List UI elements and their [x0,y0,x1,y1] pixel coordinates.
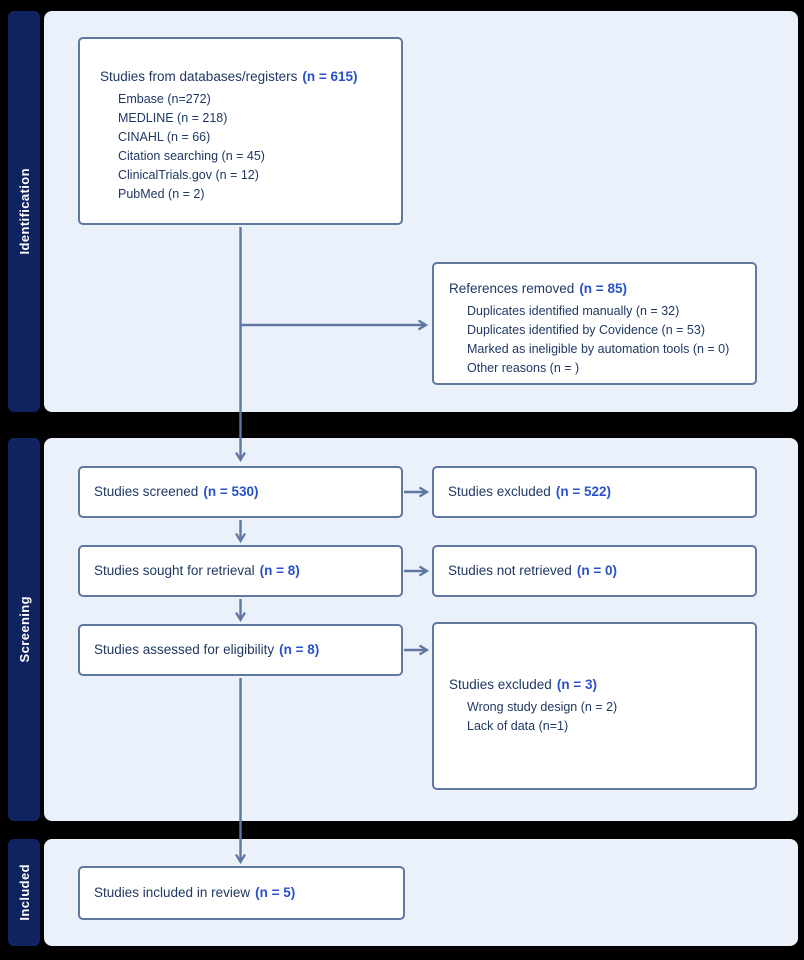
list-item: Wrong study design (n = 2) [467,700,618,714]
box-count: (n = 8) [259,563,300,578]
box-label: Studies not retrieved [448,563,572,578]
box-count: (n = 8) [279,642,320,657]
list-item: ClinicalTrials.gov (n = 12) [118,168,259,182]
list-item: CINAHL (n = 66) [118,130,211,144]
box-studies-from-databases: Studies from databases/registers (n = 615… [78,37,403,225]
box-title: Studies not retrieved (n = 0) [448,562,617,580]
list-item: Lack of data (n=1) [467,719,569,733]
box-studies-included-in-review: Studies included in review (n = 5) [78,866,405,920]
box-label: Studies screened [94,484,199,499]
list-item: Other reasons (n = ) [467,361,580,375]
box-studies-assessed-for-eligibility: Studies assessed for eligibility (n = 8) [78,624,403,676]
section-bar-identification: Identification [8,11,40,412]
box-title: References removed (n = 85) [449,280,747,298]
box-label: Studies assessed for eligibility [94,642,275,657]
box-studies-screened: Studies screened (n = 530) [78,466,403,518]
section-label-screening: Screening [16,596,32,663]
box-title: Studies sought for retrieval (n = 8) [94,562,300,580]
box-count: (n = 85) [579,281,627,296]
section-label-included: Included [16,864,32,921]
box-title: Studies from databases/registers (n = 615… [100,68,393,86]
box-count: (n = 615) [302,69,358,84]
box-title: Studies excluded (n = 3) [449,676,747,694]
box-count: (n = 3) [556,677,597,692]
box-items: Wrong study design (n = 2) Lack of data … [449,698,747,736]
box-count: (n = 522) [555,484,611,499]
box-studies-sought-for-retrieval: Studies sought for retrieval (n = 8) [78,545,403,597]
box-count: (n = 530) [203,484,259,499]
box-title: Studies screened (n = 530) [94,483,258,501]
box-items: Embase (n=272) MEDLINE (n = 218) CINAHL … [100,90,393,204]
list-item: PubMed (n = 2) [118,187,205,201]
box-items: Duplicates identified manually (n = 32) … [449,302,747,378]
section-label-identification: Identification [16,168,32,255]
box-label: Studies included in review [94,885,251,900]
box-label: Studies excluded [448,484,551,499]
list-item: Marked as ineligible by automation tools… [467,342,730,356]
box-count: (n = 5) [255,885,296,900]
section-bar-included: Included [8,839,40,946]
box-studies-excluded-eligibility: Studies excluded (n = 3) Wrong study desi… [432,622,757,790]
box-title: Studies assessed for eligibility (n = 8) [94,641,319,659]
list-item: Citation searching (n = 45) [118,149,265,163]
box-label: Studies from databases/registers [100,69,298,84]
box-studies-not-retrieved: Studies not retrieved (n = 0) [432,545,757,597]
list-item: Duplicates identified by Covidence (n = … [467,323,705,337]
box-label: Studies sought for retrieval [94,563,255,578]
list-item: Embase (n=272) [118,92,211,106]
section-bar-screening: Screening [8,438,40,821]
box-label: References removed [449,281,575,296]
box-label: Studies excluded [449,677,552,692]
box-references-removed: References removed (n = 85) Duplicates id… [432,262,757,385]
list-item: MEDLINE (n = 218) [118,111,228,125]
box-title: Studies included in review (n = 5) [94,884,295,902]
box-title: Studies excluded (n = 522) [448,483,611,501]
box-studies-excluded-screening: Studies excluded (n = 522) [432,466,757,518]
box-count: (n = 0) [576,563,617,578]
list-item: Duplicates identified manually (n = 32) [467,304,680,318]
